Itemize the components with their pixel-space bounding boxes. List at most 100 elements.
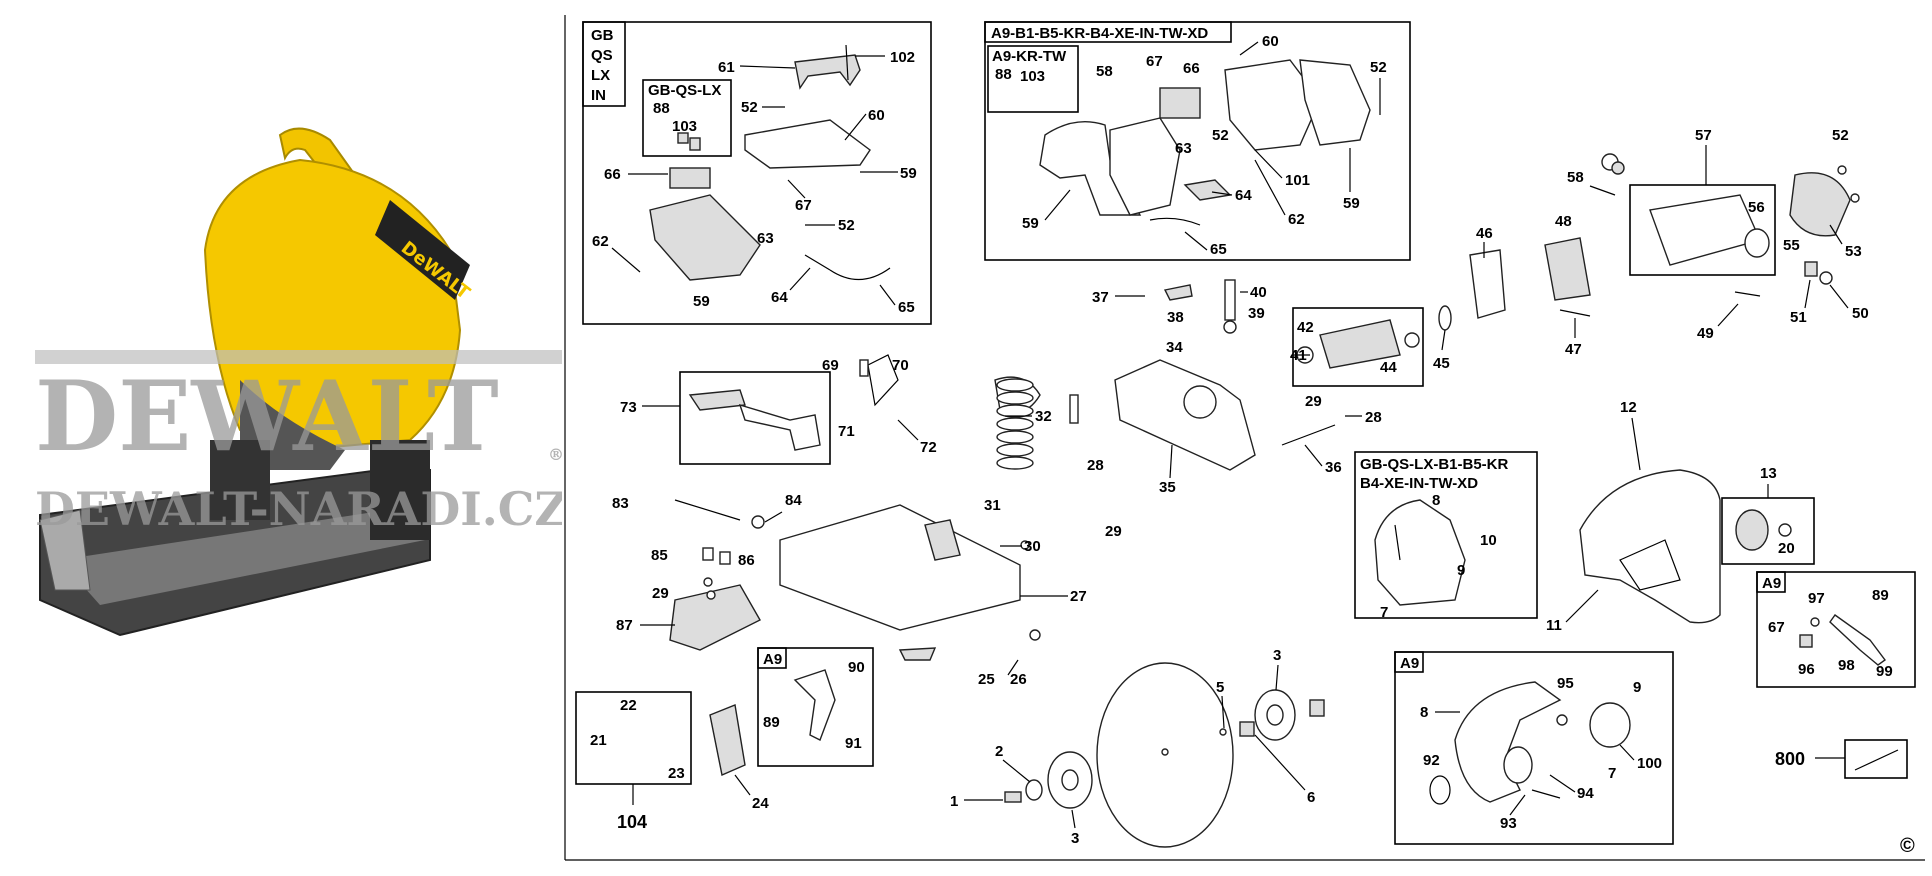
svg-text:GB-QS-LX: GB-QS-LX <box>648 82 721 99</box>
box-a9-guard: A9 <box>1394 651 1674 845</box>
label-89: 89 <box>763 714 780 731</box>
box-a9-right: A9 <box>1756 571 1916 688</box>
svg-text:B4-XE-IN-TW-XD: B4-XE-IN-TW-XD <box>1360 475 1478 492</box>
label-42: 42 <box>1297 319 1314 336</box>
watermark-brand: DEWALT <box>35 360 499 473</box>
label-32: 32 <box>1035 408 1052 425</box>
label-89b: 89 <box>1872 587 1889 604</box>
label-97: 97 <box>1808 590 1825 607</box>
svg-text:A9: A9 <box>1762 575 1781 592</box>
label-29c: 29 <box>652 585 669 602</box>
label-800: 800 <box>1775 749 1805 769</box>
label-73: 73 <box>620 399 637 416</box>
box-guard-variant: GB-QS-LX-B1-B5-KR B4-XE-IN-TW-XD <box>1354 451 1538 619</box>
label-59: 59 <box>900 165 917 182</box>
label-104: 104 <box>617 812 647 832</box>
label-7b: 7 <box>1608 765 1616 782</box>
label-26: 26 <box>1010 671 1027 688</box>
label-28b: 28 <box>1087 457 1104 474</box>
svg-text:GB-QS-LX-B1-B5-KR: GB-QS-LX-B1-B5-KR <box>1360 456 1508 473</box>
blade-assembly <box>1004 662 1325 848</box>
label-46: 46 <box>1476 225 1493 242</box>
motor-assembly <box>1292 153 1860 387</box>
label-23: 23 <box>668 765 685 782</box>
svg-text:LX: LX <box>591 67 610 84</box>
label-103: 103 <box>672 118 697 135</box>
label-61: 61 <box>718 59 735 76</box>
label-67: 67 <box>795 197 812 214</box>
label-67b: 67 <box>1146 53 1163 70</box>
label-3: 3 <box>1071 830 1079 847</box>
label-52e: 52 <box>1832 127 1849 144</box>
label-60b: 60 <box>1262 33 1279 50</box>
label-72: 72 <box>920 439 937 456</box>
label-48: 48 <box>1555 213 1572 230</box>
label-64b: 64 <box>1235 187 1252 204</box>
label-66b: 66 <box>1183 60 1200 77</box>
copyright-mark: © <box>1900 835 1915 857</box>
label-98: 98 <box>1838 657 1855 674</box>
label-95: 95 <box>1557 675 1574 692</box>
label-91: 91 <box>845 735 862 752</box>
label-21: 21 <box>590 732 607 749</box>
label-38: 38 <box>1167 309 1184 326</box>
label-6: 6 <box>1307 789 1315 806</box>
label-40: 40 <box>1250 284 1267 301</box>
label-27: 27 <box>1070 588 1087 605</box>
label-59c: 59 <box>1343 195 1360 212</box>
label-35: 35 <box>1159 479 1176 496</box>
label-94: 94 <box>1577 785 1594 802</box>
label-30: 30 <box>1024 538 1041 555</box>
label-71: 71 <box>838 423 855 440</box>
svg-text:IN: IN <box>591 87 606 104</box>
label-58: 58 <box>1096 63 1113 80</box>
label-9: 9 <box>1457 562 1465 579</box>
label-55: 55 <box>1783 237 1800 254</box>
watermark-reg-mark: ® <box>548 445 562 464</box>
label-50: 50 <box>1852 305 1869 322</box>
part-800 <box>1844 739 1908 779</box>
label-24: 24 <box>752 795 769 812</box>
label-45: 45 <box>1433 355 1450 372</box>
label-62: 62 <box>592 233 609 250</box>
product-photo: DeWALT DEWALT ® DEWALT-NARADI.CZ <box>35 127 562 637</box>
label-5: 5 <box>1216 679 1224 696</box>
label-69: 69 <box>822 357 839 374</box>
label-96: 96 <box>1798 661 1815 678</box>
label-53: 53 <box>1845 243 1862 260</box>
label-29b: 29 <box>1105 523 1122 540</box>
label-102: 102 <box>890 49 915 66</box>
label-83: 83 <box>612 495 629 512</box>
label-34: 34 <box>1166 339 1183 356</box>
label-1: 1 <box>950 793 958 810</box>
label-85: 85 <box>651 547 668 564</box>
label-65b: 65 <box>1210 241 1227 258</box>
label-51: 51 <box>1790 309 1807 326</box>
svg-text:GB: GB <box>591 27 614 44</box>
label-84: 84 <box>785 492 802 509</box>
label-37: 37 <box>1092 289 1109 306</box>
label-70: 70 <box>892 357 909 374</box>
label-90: 90 <box>848 659 865 676</box>
label-39: 39 <box>1248 305 1265 322</box>
watermark-site: DEWALT-NARADI.CZ <box>35 482 562 536</box>
svg-text:A9: A9 <box>1400 655 1419 672</box>
label-20: 20 <box>1778 540 1795 557</box>
svg-text:A9-B1-B5-KR-B4-XE-IN-TW-XD: A9-B1-B5-KR-B4-XE-IN-TW-XD <box>991 25 1208 42</box>
label-8: 8 <box>1432 492 1440 509</box>
label-52d: 52 <box>1212 127 1229 144</box>
middle-parts <box>669 279 1336 776</box>
box-gb-variant: GB QS LX IN GB-QS-LX <box>582 21 932 325</box>
label-88: 88 <box>653 100 670 117</box>
label-31: 31 <box>984 497 1001 514</box>
label-101: 101 <box>1285 172 1310 189</box>
label-22: 22 <box>620 697 637 714</box>
label-103b: 103 <box>1020 68 1045 85</box>
label-52c: 52 <box>1370 59 1387 76</box>
box-104 <box>575 691 692 805</box>
label-93: 93 <box>1500 815 1517 832</box>
label-7: 7 <box>1380 604 1388 621</box>
label-100: 100 <box>1637 755 1662 772</box>
label-47: 47 <box>1565 341 1582 358</box>
